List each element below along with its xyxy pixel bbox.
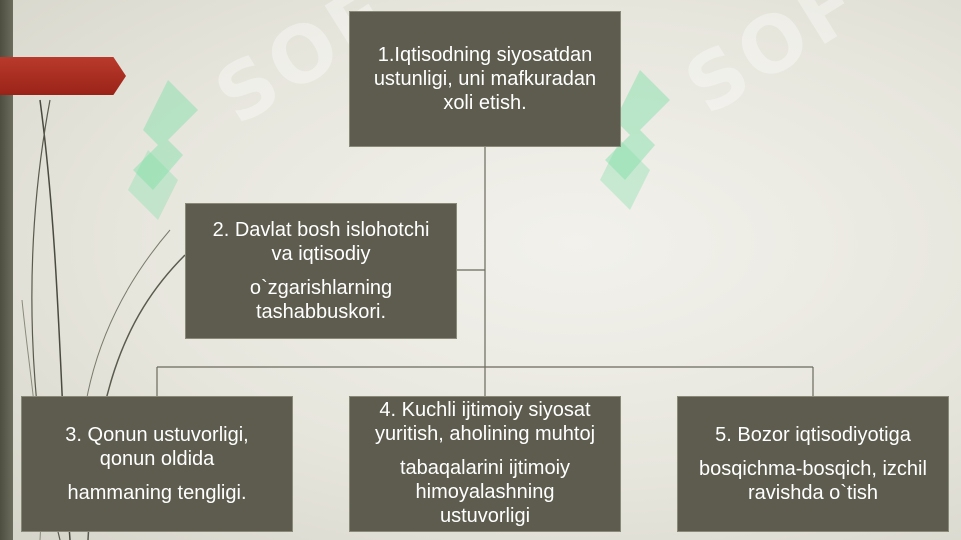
node-4-line-3: tabaqalarini ijtimoiy bbox=[399, 457, 571, 479]
node-1-line-2: ustunligi, uni mafkuradan bbox=[373, 68, 597, 90]
node-box-2: 2. Davlat bosh islohotchi va iqtisodiy o… bbox=[185, 203, 457, 339]
node-5-line-2: bosqichma-bosqich, izchil bbox=[699, 458, 927, 480]
node-box-4: 4. Kuchli ijtimoiy siyosat yuritish, aho… bbox=[349, 396, 621, 532]
red-arrow-tab bbox=[0, 57, 126, 95]
node-4-line-1: 4. Kuchli ijtimoiy siyosat bbox=[379, 399, 591, 421]
left-side-bar bbox=[0, 0, 13, 540]
node-box-1: 1.Iqtisodning siyosatdan ustunligi, uni … bbox=[349, 11, 621, 147]
node-4-line-5: ustuvorligi bbox=[439, 505, 531, 527]
node-3-line-1: 3. Qonun ustuvorligi, bbox=[65, 424, 249, 446]
node-2-line-2: va iqtisodiy bbox=[271, 243, 371, 265]
node-1-line-3: xoli etish. bbox=[443, 92, 527, 114]
node-5-line-3: ravishda o`tish bbox=[747, 482, 879, 504]
node-1-line-1: 1.Iqtisodning siyosatdan bbox=[377, 44, 593, 66]
node-2-line-4: tashabbuskori. bbox=[255, 301, 387, 323]
node-2-line-3: o`zgarishlarning bbox=[249, 277, 393, 299]
node-box-3: 3. Qonun ustuvorligi, qonun oldida hamma… bbox=[21, 396, 293, 532]
node-4-line-4: himoyalashning bbox=[415, 481, 555, 503]
node-5-line-1: 5. Bozor iqtisodiyotiga bbox=[715, 424, 911, 446]
node-4-line-2: yuritish, aholining muhtoj bbox=[374, 423, 596, 445]
node-3-line-2: qonun oldida bbox=[99, 448, 215, 470]
node-box-5: 5. Bozor iqtisodiyotiga bosqichma-bosqic… bbox=[677, 396, 949, 532]
node-3-line-3: hammaning tengligi. bbox=[67, 482, 247, 504]
node-2-line-1: 2. Davlat bosh islohotchi bbox=[212, 219, 430, 241]
